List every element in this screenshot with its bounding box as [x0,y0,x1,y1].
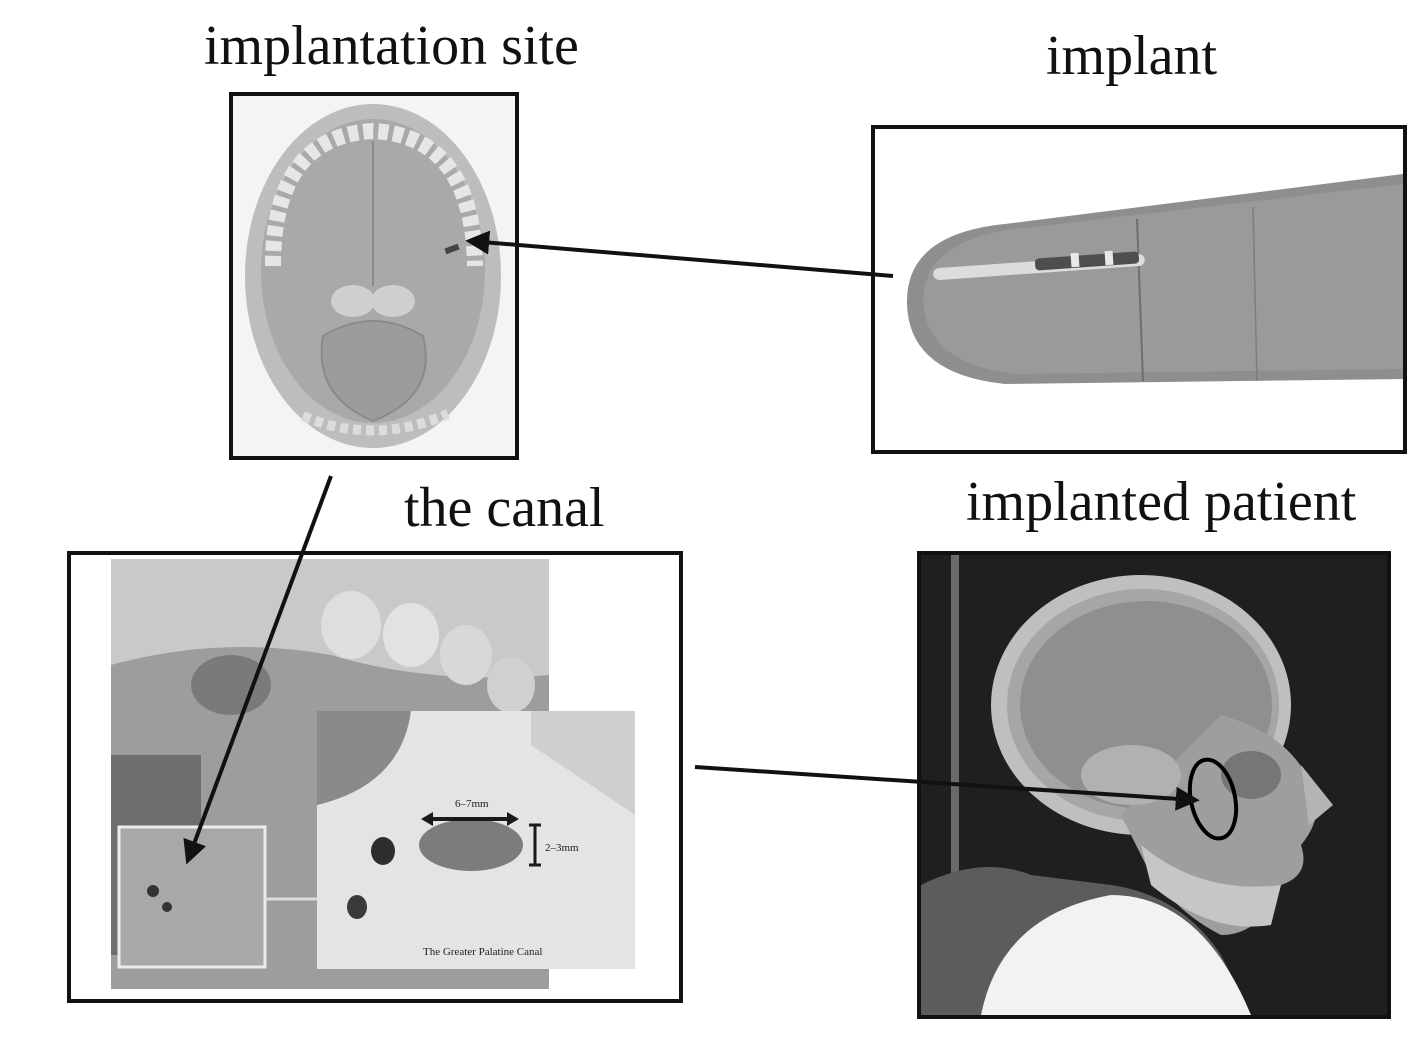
implant-device [933,250,1145,280]
canal-photos: 6–7mm 2–3mm The Greater Palatine Canal [71,555,679,999]
implant-marker [444,243,460,255]
canal-panel: 6–7mm 2–3mm The Greater Palatine Canal [67,551,683,1003]
palate-illustration [233,96,515,456]
implant-panel [871,125,1407,454]
finger-photo [875,129,1403,450]
implantation-site-panel [229,92,519,460]
arrow-implant-to-site [465,230,894,278]
xray-image [921,555,1387,1015]
implanted-patient-panel [917,551,1391,1019]
canal-height-text: 2–3mm [545,842,579,854]
label-implant: implant [1046,25,1218,87]
label-implantation-site: implantation site [204,15,579,77]
canal-zoom-inset: 6–7mm 2–3mm The Greater Palatine Canal [317,711,635,969]
arrow-canal-to-patient [694,765,1200,811]
canal-caption-text: The Greater Palatine Canal [423,946,542,958]
arrow-site-to-canal [183,475,333,865]
label-the-canal: the canal [404,477,605,539]
label-implanted-patient: implanted patient [966,471,1357,533]
canal-width-text: 6–7mm [455,798,489,810]
